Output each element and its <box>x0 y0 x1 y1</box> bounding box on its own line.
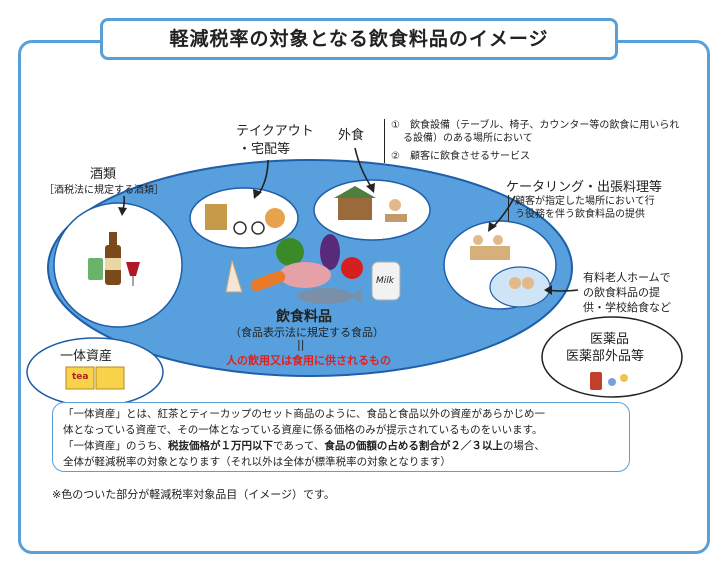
note-line-3a: 「一体資産」のうち、 <box>63 440 168 452</box>
page-title: 軽減税率の対象となる飲食料品のイメージ <box>100 18 618 60</box>
catering-desc-2: う役務を伴う飲食料品の提供 <box>515 209 645 220</box>
carrot-icon <box>250 270 286 292</box>
diner-icon <box>389 199 401 211</box>
food-sub-label: （食品表示法に規定する食品） <box>230 326 384 339</box>
tea-text: tea <box>72 372 89 382</box>
dining-conditions: ① 飲食設備（テーブル、椅子、カウンター等の飲食に用いられ る設備）のある場所に… <box>384 119 679 163</box>
food-equals: || <box>297 338 305 351</box>
bundle-explanation-box: 「一体資産」とは、紅茶とティーカップのセット商品のように、食品と食品以外の資産が… <box>52 402 630 472</box>
note-price-limit: 税抜価格が１万円以下 <box>168 440 273 452</box>
wine-glass-icon <box>126 262 140 276</box>
bundle-label: 一体資産 <box>60 349 113 364</box>
pizza-icon <box>265 208 285 228</box>
catering-desc-1: 顧客が指定した場所において行 <box>515 196 655 207</box>
note-line-3: 「一体資産」のうち、税抜価格が１万円以下であって、食品の価額の占める割合が２／３… <box>63 438 619 454</box>
food-definition: 人の飲用又は食用に供されるもの <box>226 354 391 367</box>
medicine-bottle-icon <box>590 372 602 390</box>
nursing-line-3: 供・学校給食など <box>583 301 671 314</box>
nursing-line-2: の飲食料品の提 <box>583 286 660 299</box>
takeout-bubble <box>189 187 299 249</box>
takeout-sub-label: ・宅配等 <box>238 142 291 157</box>
food-label: 飲食料品 <box>276 309 332 325</box>
quasi-drug-label: 医薬部外品等 <box>566 349 645 364</box>
takeout-label: テイクアウト <box>236 124 314 139</box>
elderly-person-icon <box>509 277 521 289</box>
restaurant-icon <box>338 196 372 220</box>
milk-text: Milk <box>376 276 394 286</box>
dining-condition-2: ② 顧客に飲食させるサービス <box>391 151 530 162</box>
shopping-bag-icon <box>205 204 227 230</box>
pepper-icon <box>276 238 304 266</box>
note-ratio-condition: 食品の価額の占める割合が２／３以上 <box>324 440 503 452</box>
catering-desc: 顧客が指定した場所において行 う役務を伴う飲食料品の提供 <box>508 195 655 221</box>
eggplant-icon <box>320 234 340 270</box>
footnote: ※色のついた部分が軽減税率対象品目（イメージ）です。 <box>52 488 335 501</box>
dining-condition-1b: る設備）のある場所において <box>403 133 533 144</box>
pill-icon <box>608 378 616 386</box>
milk-bottle-icon <box>371 261 401 301</box>
dining-label: 外食 <box>338 128 365 143</box>
note-line-1: 「一体資産」とは、紅茶とティーカップのセット商品のように、食品と食品以外の資産が… <box>63 408 546 420</box>
tomato-icon <box>341 257 363 279</box>
meat-icon <box>279 262 331 288</box>
delivery-bike-icon <box>233 221 247 235</box>
sake-jar-icon <box>88 258 103 280</box>
arrow-heads <box>118 183 552 295</box>
dining-condition-1: ① 飲食設備（テーブル、椅子、カウンター等の飲食に用いられ <box>391 120 680 131</box>
teacup-box-icon <box>95 366 125 390</box>
squid-icon <box>225 259 243 293</box>
alcohol-label: 酒類 <box>90 167 117 182</box>
fish-icon <box>297 288 353 304</box>
catering-label: ケータリング・出張料理等 <box>506 180 663 195</box>
nursing-label: 有料老人ホームで の飲食料品の提 供・学校給食など <box>583 270 671 315</box>
medicine-ellipse <box>541 316 683 398</box>
nursing-line-1: 有料老人ホームで <box>583 271 671 284</box>
note-line-4: 全体が軽減税率の対象となります（それ以外は全体が標準税率の対象となります） <box>63 456 451 468</box>
note-line-2: 体となっている資産で、その一体となっている資産に係る価格のみが提示されているもの… <box>63 424 543 436</box>
food-region <box>205 218 405 362</box>
tea-box-icon <box>65 366 95 390</box>
nursing-bubble <box>489 266 551 308</box>
catering-table-icon <box>470 246 510 260</box>
medicine-label: 医薬品 <box>590 332 630 347</box>
alcohol-sub-label: ［酒税法に規定する酒類］ <box>44 185 164 196</box>
note-line-3e: の場合、 <box>502 440 545 452</box>
note-line-3c: であって、 <box>273 440 325 452</box>
